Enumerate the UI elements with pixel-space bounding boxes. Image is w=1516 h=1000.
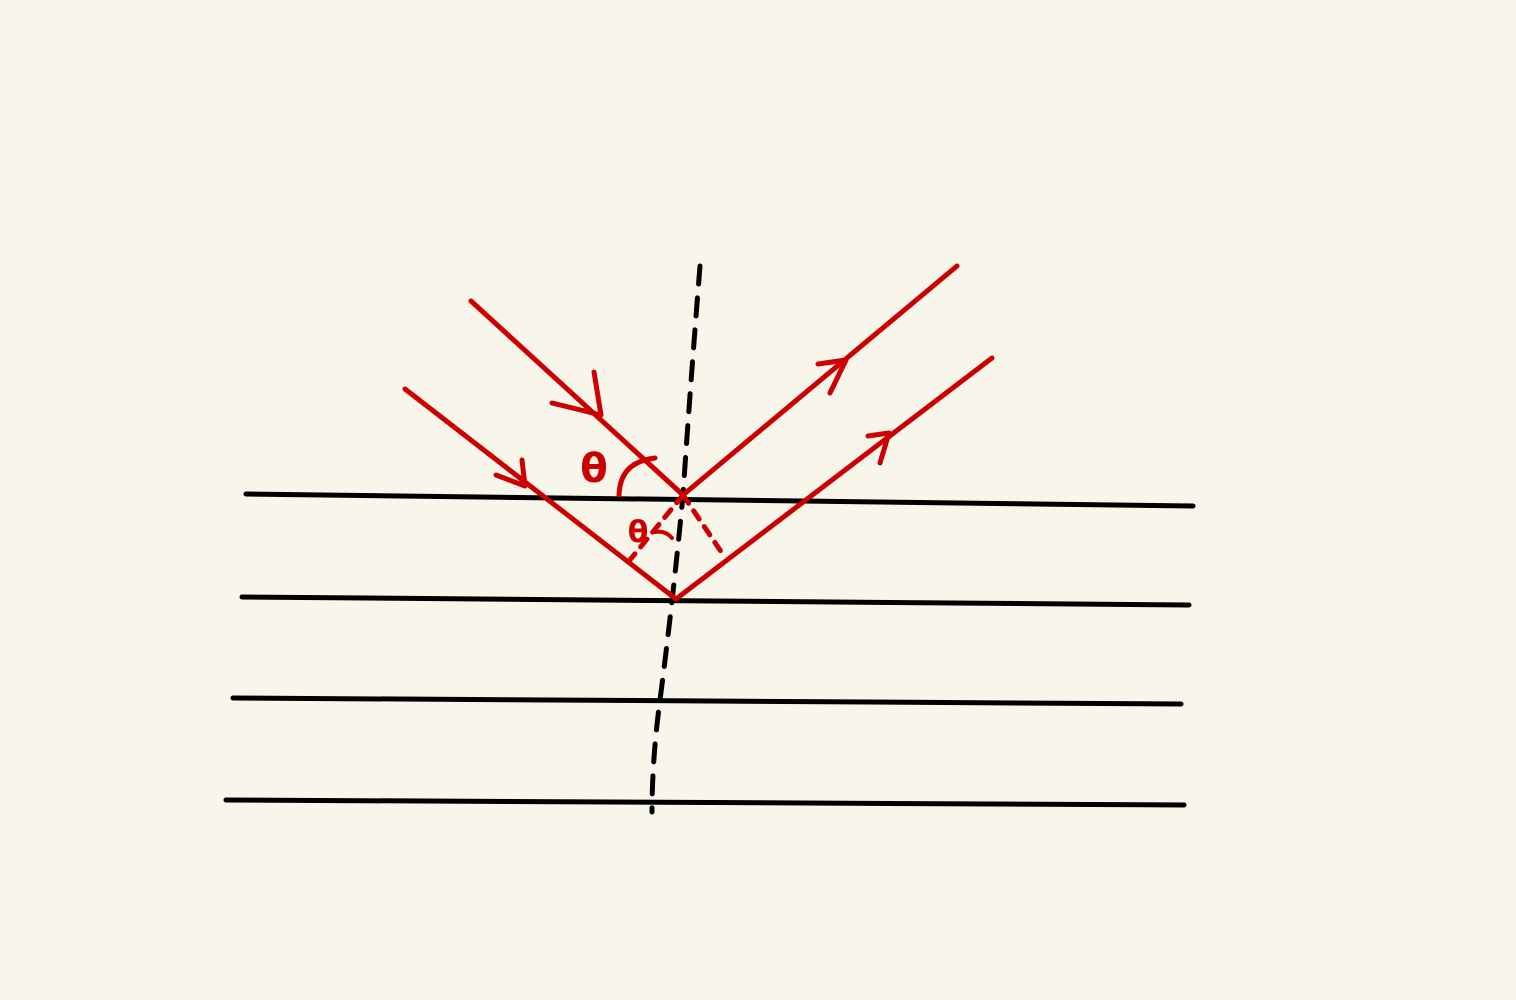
reflected-ray-upper	[680, 263, 960, 498]
x-ray-beams	[402, 263, 995, 602]
reflected-ray-lower	[673, 355, 995, 602]
angle-label-upper: θ	[580, 446, 607, 492]
lattice-plane-1	[243, 491, 1196, 509]
lattice-plane-3	[230, 695, 1184, 707]
normal-dashed-line	[649, 263, 703, 815]
arrowhead-incident-lower	[493, 457, 528, 489]
arrowhead-incident-upper	[549, 369, 604, 418]
lattice-plane-4	[223, 797, 1187, 808]
arrowhead-reflected-lower	[865, 430, 892, 466]
angle-label-lower: θ	[628, 515, 649, 550]
lattice-plane-2	[239, 594, 1192, 608]
angle-arc-upper	[616, 455, 658, 498]
incident-ray-lower	[402, 386, 679, 602]
perpendicular-reflected	[680, 492, 725, 556]
lattice-planes	[223, 491, 1196, 808]
angle-arc-lower	[653, 529, 674, 540]
incident-ray-upper	[468, 298, 686, 498]
arrowhead-reflected-upper	[815, 357, 849, 396]
